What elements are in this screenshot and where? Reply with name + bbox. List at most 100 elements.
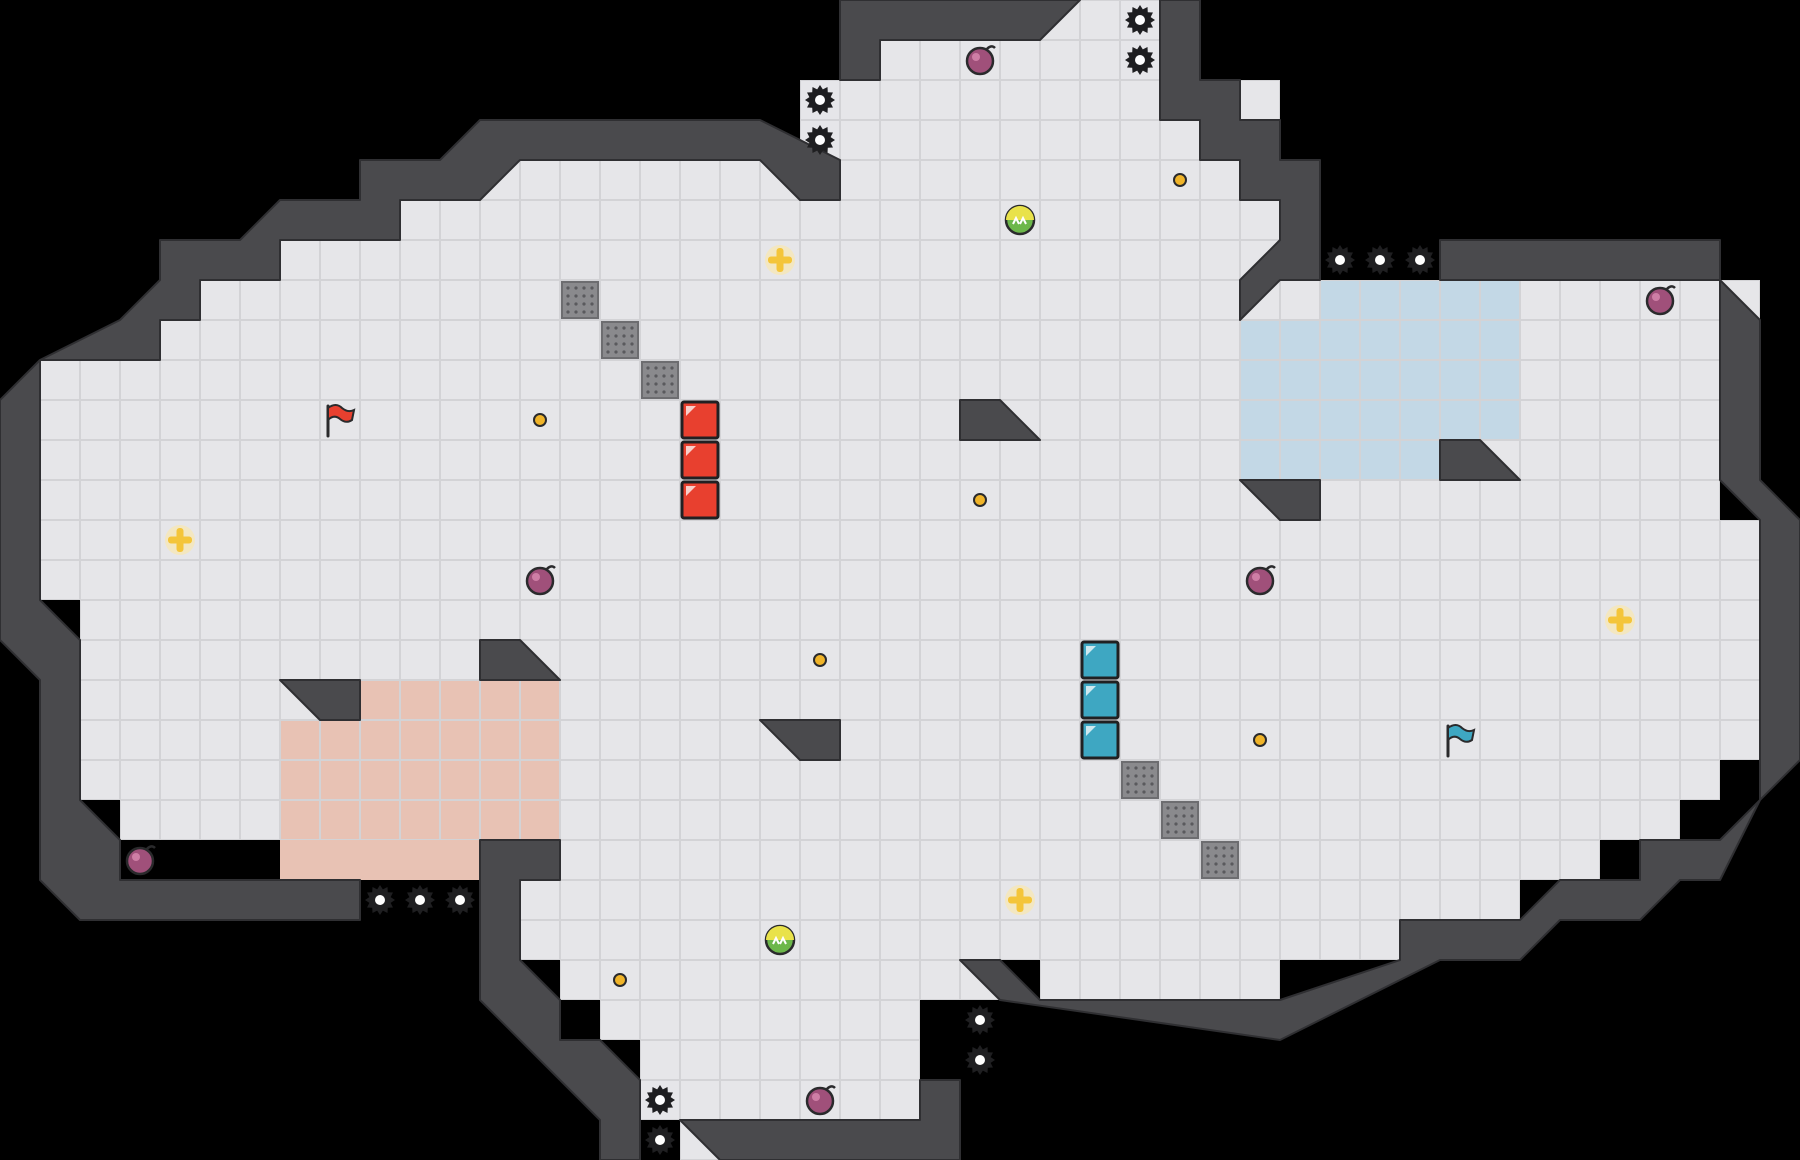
floor-tile (480, 440, 520, 480)
floor-tile (440, 480, 480, 520)
spike-icon (645, 1125, 675, 1155)
floor-tile (1240, 880, 1280, 920)
floor-tile (1080, 800, 1120, 840)
floor-tile (800, 800, 840, 840)
floor-tile (640, 240, 680, 280)
floor-tile (1200, 360, 1240, 400)
gate-dot (574, 294, 578, 298)
boost-top (1006, 206, 1034, 220)
floor-tile (880, 720, 920, 760)
floor-tile (560, 960, 600, 1000)
floor-tile (160, 720, 200, 760)
floor-tile (240, 320, 280, 360)
floor-tile (920, 880, 960, 920)
bomb-body (1245, 566, 1275, 596)
floor-tile (600, 880, 640, 920)
gate-dot (1190, 814, 1194, 818)
floor-tile (1600, 440, 1640, 480)
floor-tile (1040, 680, 1080, 720)
gate-dot (606, 334, 610, 338)
floor-tile (1480, 560, 1520, 600)
floor-tile (200, 760, 240, 800)
gate-dot (1166, 830, 1170, 834)
floor-tile (1600, 640, 1640, 680)
floor-tile (920, 800, 960, 840)
floor-tile (680, 1040, 720, 1080)
floor-tile (880, 800, 920, 840)
floor-tile (360, 800, 400, 840)
floor-tile (1040, 880, 1080, 920)
floor-tile (1120, 920, 1160, 960)
gate-dot (654, 374, 658, 378)
powerup-icon (1605, 605, 1635, 635)
boost-arrows (1012, 215, 1027, 225)
floor-tile (280, 480, 320, 520)
floor-tile (1160, 520, 1200, 560)
floor-tile (1640, 760, 1680, 800)
floor-tile (280, 800, 320, 840)
floor-tile (240, 480, 280, 520)
floor-tile (1320, 840, 1360, 880)
floor-tile (640, 800, 680, 840)
floor-tile (840, 840, 880, 880)
powerup-bar-h (1008, 896, 1032, 904)
floor-tile (1320, 600, 1360, 640)
floor-tile (1120, 360, 1160, 400)
floor-tile (280, 320, 320, 360)
bomb-body (525, 566, 555, 596)
floor-tile (480, 520, 520, 560)
floor-tile (440, 800, 480, 840)
floor-tile (560, 520, 600, 560)
floor-tile (1520, 480, 1560, 520)
floor-tile (1080, 200, 1120, 240)
floor-tile (360, 360, 400, 400)
blue-zone-tile (1240, 400, 1280, 440)
floor-tile (760, 280, 800, 320)
floor-tile (200, 680, 240, 720)
floor-tile (1480, 720, 1520, 760)
floor-tile (1440, 680, 1480, 720)
floor-tile (1080, 760, 1120, 800)
floor-tile (1640, 520, 1680, 560)
floor-tile (1000, 880, 1040, 920)
floor-tile (880, 880, 920, 920)
gate-dot (662, 374, 666, 378)
floor-tile (640, 400, 680, 440)
floor-tile (440, 760, 480, 800)
floor-tile (1120, 600, 1160, 640)
floor-tile (1120, 760, 1160, 800)
floor-tile (120, 600, 160, 640)
floor-tile (1600, 680, 1640, 720)
gate-dot (622, 342, 626, 346)
gate-dot (614, 342, 618, 346)
floor-tile (1480, 520, 1520, 560)
floor-tile (920, 120, 960, 160)
floor-tile (840, 320, 880, 360)
gate-dot (1134, 790, 1138, 794)
gate-dot (1214, 854, 1218, 858)
floor-tile (560, 280, 600, 320)
red-zone-tile (400, 720, 440, 760)
floor-tile (720, 1000, 760, 1040)
floor-tile (680, 360, 720, 400)
floor-tile (640, 280, 680, 320)
floor-tile (960, 840, 1000, 880)
floor-tile (1360, 720, 1400, 760)
gate-dot (574, 302, 578, 306)
floor-tile (1560, 720, 1600, 760)
floor-tile (1160, 160, 1200, 200)
spike-hole (975, 1015, 985, 1025)
floor-tile (320, 800, 360, 840)
floor-tile (1320, 720, 1360, 760)
floor-tile (1080, 440, 1120, 480)
gate-dot (1230, 862, 1234, 866)
floor-tile (680, 600, 720, 640)
floor-tile (800, 560, 840, 600)
floor-tile (240, 640, 280, 680)
blue-team-tile (1080, 720, 1120, 760)
spike-hole (1415, 255, 1425, 265)
bomb-icon (1645, 285, 1676, 316)
gate-dot (646, 390, 650, 394)
red-zone-tile (360, 800, 400, 840)
bomb-highlight (812, 1093, 820, 1101)
